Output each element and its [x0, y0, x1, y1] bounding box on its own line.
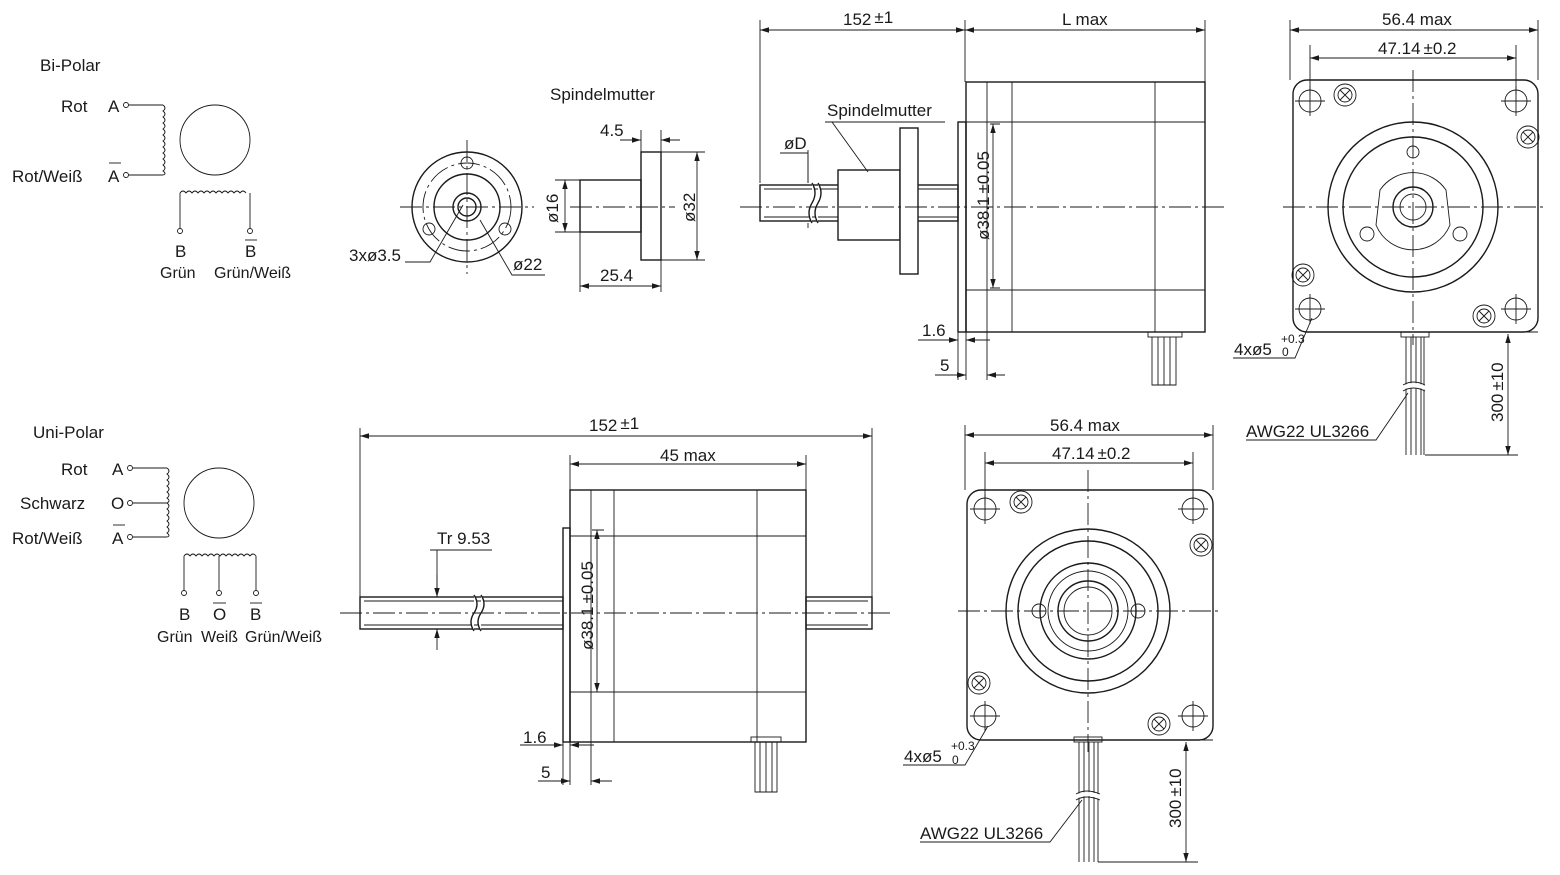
unipolar-title: Uni-Polar: [33, 423, 104, 442]
bottom-front-view: 56.4 max 47.14±0.2 4xø5 +0.3 0 AWG22 UL3…: [903, 416, 1222, 863]
wire-color-a: Rot: [61, 97, 88, 116]
cable: [1151, 337, 1177, 386]
pilot-dia: ø38.1±0.05: [578, 561, 597, 650]
hole-spacing-dim: 47.14±0.2: [1378, 39, 1457, 58]
wire-color-bbar: Grün/Weiß: [245, 629, 322, 646]
cable-label: AWG22 UL3266: [920, 824, 1043, 843]
cable-length: 300±10: [1488, 362, 1507, 422]
terminal-o: O: [111, 494, 124, 513]
body-length-dim: 45 max: [660, 446, 716, 465]
body-length-dim: L max: [1062, 10, 1108, 29]
terminal-a: A: [112, 460, 124, 479]
wire-color-abar: Rot/Weiß: [12, 167, 83, 186]
shaft-dia-label: øD: [784, 134, 807, 153]
pilot-dia: ø38.1±0.05: [974, 151, 993, 240]
holes-tol-minus: 0: [952, 753, 959, 767]
wire-color-a: Rot: [61, 460, 88, 479]
terminal-abar: A: [108, 167, 120, 186]
pilot-depth: 5: [940, 356, 949, 375]
spindle-nut-detail: Spindelmutter 3xø3.5 ø22 4.5 ø16 ø32 25.…: [349, 85, 705, 292]
nut-pitch-circle-label: ø22: [513, 255, 542, 274]
nut-title: Spindelmutter: [550, 85, 655, 104]
length-dim: 152±1: [843, 8, 893, 29]
terminal-bbar: B: [245, 242, 256, 261]
length-dim: 152±1: [589, 414, 639, 435]
terminal-obar: O: [213, 605, 226, 624]
wire-color-o: Schwarz: [20, 494, 85, 513]
cable-label: AWG22 UL3266: [1246, 422, 1369, 441]
wire-color-abar: Rot/Weiß: [12, 529, 83, 548]
nut-flange-thickness: 4.5: [600, 121, 624, 140]
nut-holes-label: 3xø3.5: [349, 246, 401, 265]
terminal-b: B: [179, 605, 190, 624]
wire-color-obar: Weiß: [201, 629, 238, 646]
flange-thickness: 1.6: [523, 728, 547, 747]
cable: [754, 742, 778, 793]
holes-tol-plus: +0.3: [1281, 332, 1305, 346]
nut-flange-dia: ø32: [680, 193, 699, 222]
nut-body-dia: ø16: [543, 194, 562, 223]
wire-color-bbar: Grün/Weiß: [214, 265, 291, 282]
holes-tol-minus: 0: [1282, 345, 1289, 359]
terminal-abar: A: [112, 529, 124, 548]
wire-color-b: Grün: [160, 265, 196, 282]
pilot-depth: 5: [541, 763, 550, 782]
unipolar-schematic: Uni-Polar Rot A Schwarz O Rot/Weiß A B O…: [12, 423, 322, 646]
nut-label: Spindelmutter: [827, 101, 932, 120]
wire-color-b: Grün: [157, 629, 193, 646]
top-front-view: 56.4 max 47.14±0.2 4xø5 +0.3 0 AWG22 UL3…: [1233, 10, 1545, 456]
cable: [1405, 337, 1425, 455]
terminal-a: A: [108, 97, 120, 116]
top-side-view: 152±1 L max øD Spindelmutter ø38.1±0.05 …: [740, 8, 1225, 386]
mounting-holes-label: 4xø5: [904, 747, 942, 766]
bipolar-title: Bi-Polar: [40, 56, 101, 75]
terminal-bbar: B: [250, 605, 261, 624]
width-dim: 56.4 max: [1050, 416, 1120, 435]
cable-length: 300±10: [1166, 768, 1185, 828]
thread-label: Tr 9.53: [437, 529, 490, 548]
mounting-holes-label: 4xø5: [1234, 340, 1272, 359]
flange-thickness: 1.6: [922, 321, 946, 340]
cable: [1078, 742, 1099, 862]
width-dim: 56.4 max: [1382, 10, 1452, 29]
hole-spacing-dim: 47.14±0.2: [1052, 444, 1131, 463]
rotor-symbol: [179, 104, 251, 176]
holes-tol-plus: +0.3: [951, 739, 975, 753]
terminal-b: B: [175, 242, 186, 261]
bottom-side-view: 152±1 45 max Tr 9.53 ø38.1±0.05 1.6 5: [340, 414, 890, 793]
bipolar-schematic: Bi-Polar Rot A Rot/Weiß A B B Grün Grün/…: [12, 56, 291, 282]
nut-length: 25.4: [600, 266, 633, 285]
rotor-symbol: [183, 467, 255, 539]
